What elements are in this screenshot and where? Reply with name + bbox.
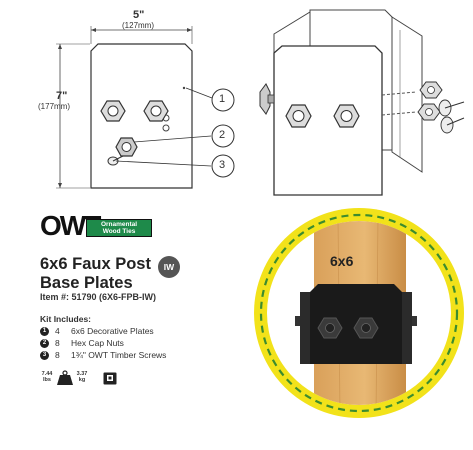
weight-lbs-unit: lbs [43,377,51,383]
width-dimension-label: 5" [133,9,145,21]
hex-nut-left [100,100,126,122]
callout-1: 1 [219,93,226,105]
weight-icon [57,370,73,385]
callout-3: 3 [219,159,226,171]
kit-item-qty: 8 [55,350,60,360]
kit-item-number: 3 [40,350,49,360]
kit-item-3: 3 8 1¾" OWT Timber Screws [40,350,166,360]
kit-item-qty: 4 [55,326,60,336]
product-title: 6x6 Faux Post Base Plates [40,255,160,293]
weight-kg: 3.37 kg [75,371,89,383]
product-title-line2: Base Plates [40,274,133,292]
weight-kg-value: 3.37 [76,371,88,377]
kit-item-desc: 1¾" OWT Timber Screws [71,350,167,360]
assembly-drawing [259,9,465,196]
kit-item-desc: Hex Cap Nuts [71,338,124,348]
product-illustration [254,208,464,418]
hex-nut-right [143,100,169,122]
weight-lbs: 7.44 lbs [40,371,54,383]
kit-item-1: 1 4 6x6 Decorative Plates [40,326,154,336]
kit-item-2: 2 8 Hex Cap Nuts [40,338,124,348]
brand-logo-tag-line2: Wood Ties [102,228,136,235]
finish-badge: IW [158,256,180,278]
callout-2: 2 [219,129,226,141]
brand-logo-tag: Ornamental Wood Ties [86,219,152,237]
front-plate-drawing [56,26,235,189]
item-number: Item #: 51790 (6X6-FPB-IW) [40,292,157,302]
height-dimension-label: 7" [56,90,68,102]
brand-logo-tag-line1: Ornamental [100,221,138,228]
assembly-nut-left [285,104,312,128]
kit-item-number: 1 [40,326,49,336]
assembly-nut-right [333,104,360,128]
hex-nut-exploded [115,137,138,157]
kit-item-qty: 8 [55,338,60,348]
package-icon [103,372,117,385]
post-size-label: 6x6 [330,253,354,269]
kit-item-number: 2 [40,338,49,348]
kit-item-desc: 6x6 Decorative Plates [71,326,154,336]
assembly-nut-side-left [259,83,275,115]
kit-heading: Kit Includes: [40,314,92,324]
height-dimension-metric: (177mm) [38,102,71,111]
weight-kg-unit: kg [78,377,86,383]
product-title-line1: 6x6 Faux Post [40,255,151,273]
width-dimension-metric: (127mm) [122,21,155,30]
weight-lbs-value: 7.44 [41,371,53,377]
assembly-nut-side-right [417,81,465,134]
